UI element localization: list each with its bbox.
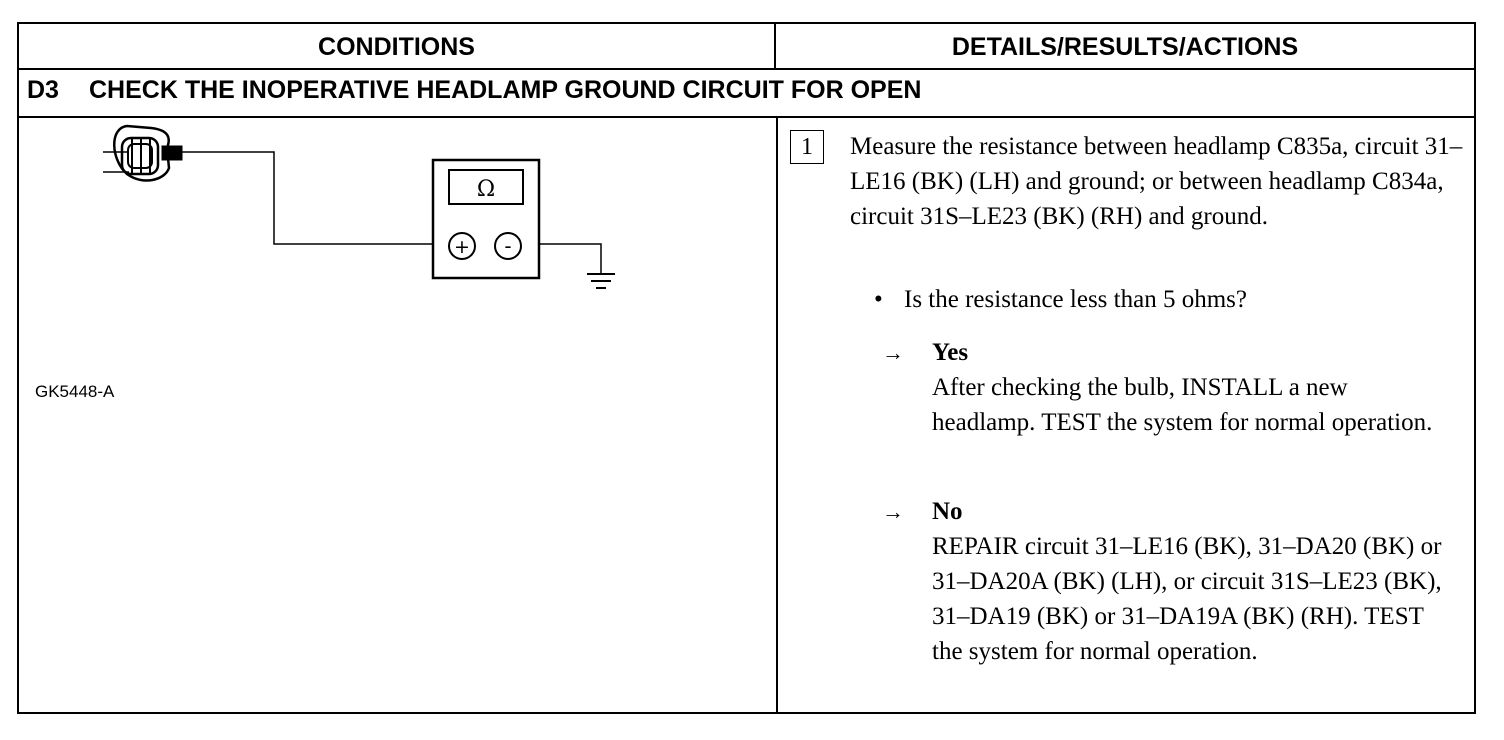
step-title-row: D3 CHECK THE INOPERATIVE HEADLAMP GROUND… — [19, 68, 1474, 118]
question-text: Is the resistance less than 5 ohms? — [904, 286, 1247, 313]
ohm-symbol: Ω — [477, 177, 495, 202]
conditions-cell: Ω + - GK5448-A — [19, 116, 778, 712]
test-lead-wires — [182, 151, 602, 274]
arrow-right-icon: → — [882, 499, 904, 524]
headlamp-connector — [103, 124, 183, 182]
arrow-right-icon: → — [882, 340, 904, 365]
no-label: No — [932, 498, 963, 525]
plus-sign: + — [454, 236, 470, 258]
conditions-header: CONDITIONS — [19, 24, 776, 68]
ohmmeter: Ω + - — [431, 158, 541, 280]
ground-icon — [587, 273, 615, 289]
figure-id: GK5448-A — [35, 382, 115, 401]
no-text: REPAIR circuit 31–LE16 (BK), 31–DA20 (BK… — [932, 533, 1442, 665]
yes-text: After checking the bulb, INSTALL a new h… — [932, 374, 1433, 436]
bullet-icon: • — [874, 286, 883, 313]
step-title: CHECK THE INOPERATIVE HEADLAMP GROUND CI… — [89, 76, 922, 104]
action-number-box: 1 — [790, 130, 824, 164]
details-cell: 1 Measure the resistance between headlam… — [778, 116, 1474, 712]
yes-label: Yes — [932, 339, 969, 366]
minus-terminal — [494, 232, 522, 260]
action-instruction: Measure the resistance between headlamp … — [850, 133, 1463, 230]
circuit-diagram: Ω + - — [103, 124, 615, 289]
question-item: • Is the resistance less than 5 ohms? — [874, 282, 1474, 317]
details-header: DETAILS/RESULTS/ACTIONS — [951, 33, 1299, 61]
step-id: D3 — [27, 76, 59, 104]
diagnostic-table: CONDITIONS DETAILS/RESULTS/ACTIONS D3 CH… — [17, 22, 1476, 714]
plus-terminal — [448, 232, 476, 260]
minus-sign: - — [504, 234, 511, 258]
header-row: CONDITIONS DETAILS/RESULTS/ACTIONS — [19, 24, 1474, 70]
